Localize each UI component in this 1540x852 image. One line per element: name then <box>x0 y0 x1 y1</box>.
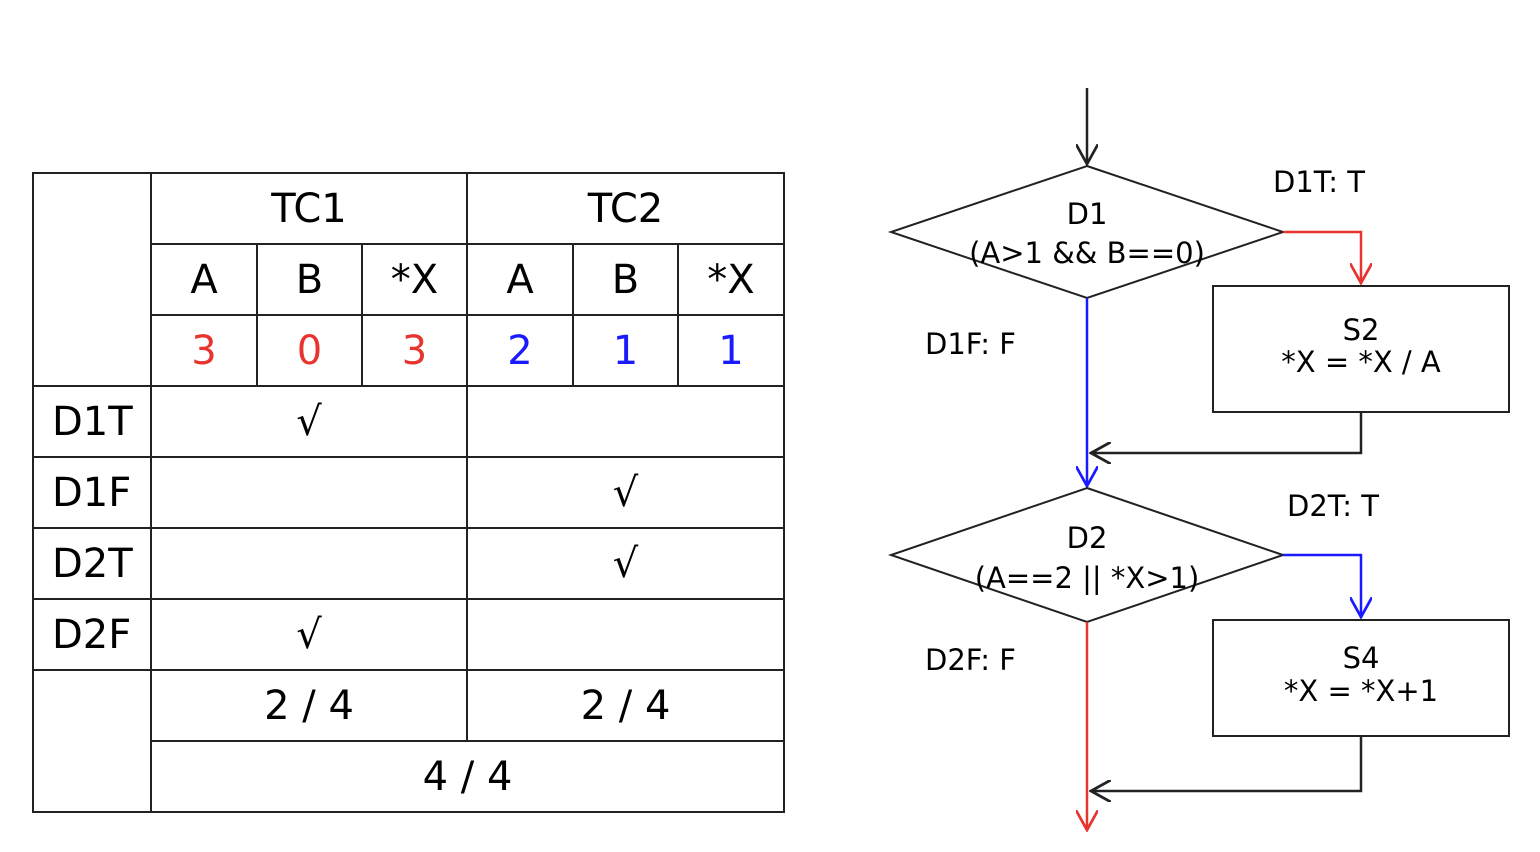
variable-header: B <box>572 243 679 316</box>
tc2-check <box>466 598 785 671</box>
input-value: 2 <box>466 314 574 387</box>
tc1-check <box>150 456 468 529</box>
d1-decision-diamond <box>887 164 1287 300</box>
s4-merge-arrow <box>1091 736 1363 791</box>
coverage-label-cell <box>32 669 152 813</box>
d2-name: D2 <box>1067 521 1108 555</box>
s2-statement: *X = *X / A <box>1281 345 1441 379</box>
tc1-coverage: 2 / 4 <box>150 669 468 742</box>
total-coverage: 4 / 4 <box>150 740 785 813</box>
variable-header: *X <box>361 243 468 316</box>
tc1-header: TC1 <box>150 172 468 245</box>
header-row-test-cases: TC1 TC2 <box>32 172 785 387</box>
s4-statement-box <box>1212 619 1510 737</box>
total-coverage-row: 4 / 4 <box>33 740 785 813</box>
variable-header: A <box>466 243 574 316</box>
s2-name: S2 <box>1343 313 1380 347</box>
header-row-variables: A B *X A B *X <box>33 243 785 316</box>
values-row: 3 0 3 2 1 1 <box>33 314 785 387</box>
tc1-check: √ <box>150 598 468 671</box>
branch-row-d2t: D2T √ <box>32 527 785 600</box>
branch-label: D2F <box>32 598 152 671</box>
branch-label: D1T <box>32 385 152 458</box>
tc2-check: √ <box>466 456 785 529</box>
per-tc-coverage-row: 2 / 4 2 / 4 <box>32 669 785 813</box>
d1-true-label: D1T: T <box>1273 165 1365 199</box>
tc1-check <box>150 527 468 600</box>
coverage-table: TC1 TC2 A B *X A B *X 3 0 3 2 1 1 D1T √ … <box>32 172 785 813</box>
tc2-check: √ <box>466 527 785 600</box>
tc1-check: √ <box>150 385 468 458</box>
d2-condition: (A==2 || *X>1) <box>975 561 1200 595</box>
variable-header: A <box>150 243 258 316</box>
d1-condition: (A>1 && B==0) <box>969 236 1205 270</box>
d1-true-arrow <box>1283 230 1361 283</box>
d2-false-label: D2F: F <box>925 643 1016 677</box>
tc2-check <box>466 385 785 458</box>
input-value: 3 <box>361 314 468 387</box>
input-value: 3 <box>150 314 258 387</box>
d2-true-arrow <box>1283 553 1361 617</box>
branch-label: D2T <box>32 527 152 600</box>
s4-statement: *X = *X+1 <box>1284 674 1438 708</box>
d1-false-label: D1F: F <box>925 327 1016 361</box>
branch-row-d2f: D2F √ <box>32 598 785 671</box>
corner-cell <box>32 172 152 387</box>
d1-name: D1 <box>1067 197 1108 231</box>
s2-merge-arrow <box>1091 412 1363 453</box>
tc2-header: TC2 <box>466 172 785 245</box>
tc2-coverage: 2 / 4 <box>466 669 785 742</box>
s4-name: S4 <box>1343 641 1380 675</box>
variable-header: *X <box>677 243 785 316</box>
s2-statement-box <box>1212 285 1510 413</box>
input-value: 0 <box>256 314 363 387</box>
input-value: 1 <box>677 314 785 387</box>
variable-header: B <box>256 243 363 316</box>
branch-label: D1F <box>32 456 152 529</box>
d2-true-label: D2T: T <box>1287 489 1379 523</box>
d2-decision-diamond <box>887 486 1287 624</box>
input-value: 1 <box>572 314 679 387</box>
branch-row-d1f: D1F √ <box>32 456 785 529</box>
branch-row-d1t: D1T √ <box>32 385 785 458</box>
